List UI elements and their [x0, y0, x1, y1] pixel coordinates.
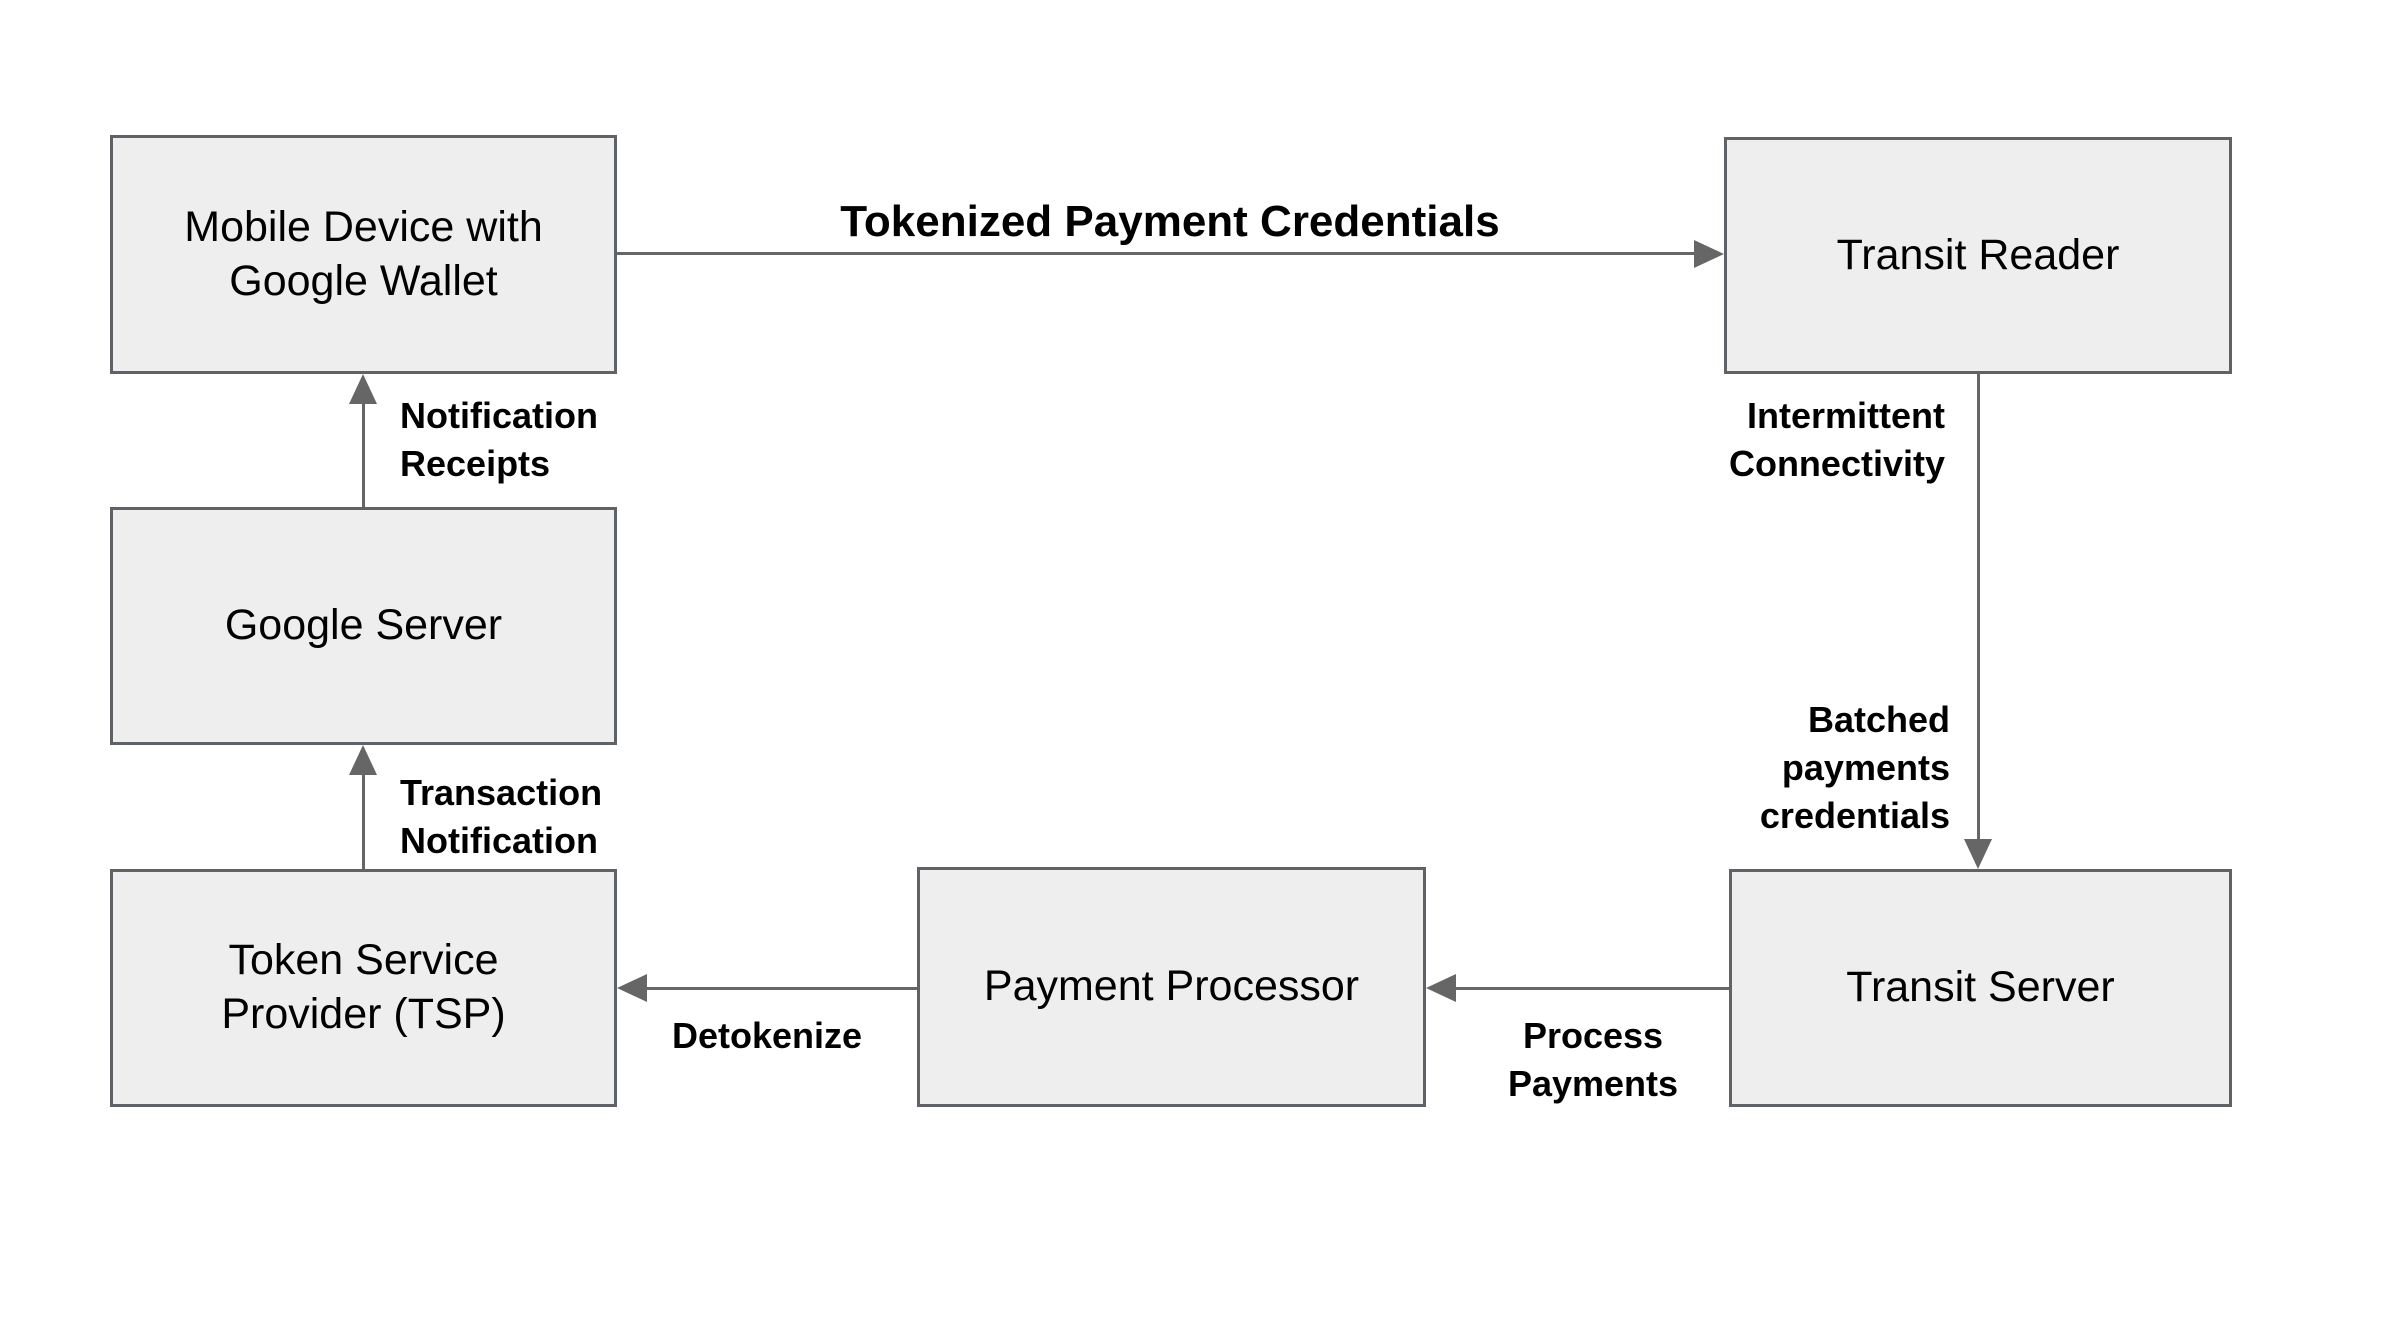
tokenized-credentials-label: Tokenized Payment Credentials: [840, 197, 1500, 246]
tokenized-credentials-arrow-shaft: [617, 252, 1696, 255]
node-payment-processor: Payment Processor: [917, 867, 1426, 1107]
process-payments-arrowhead-left-icon: [1426, 974, 1456, 1002]
node-google-server: Google Server: [110, 507, 617, 745]
detokenize-arrow-shaft: [645, 987, 917, 990]
process-payments-arrow-shaft: [1454, 987, 1729, 990]
batched-payments-arrow-shaft: [1977, 374, 1980, 841]
intermittent-connectivity-label: Intermittent Connectivity: [1728, 395, 1945, 484]
batched-payments-credentials-label: Batched payments credentials: [1759, 699, 1950, 836]
node-token-service-provider: Token Service Provider (TSP): [110, 869, 617, 1107]
node-transit-reader: Transit Reader: [1724, 137, 2232, 374]
detokenize-label: Detokenize: [671, 1015, 863, 1056]
node-mobile-device-label: Mobile Device with Google Wallet: [184, 202, 543, 305]
node-payment-processor-label: Payment Processor: [983, 962, 1360, 1011]
batched-payments-arrowhead-down-icon: [1964, 839, 1992, 869]
process-payments-label: Process Payments: [1507, 1015, 1679, 1104]
transaction-notification-label: Transaction Notification: [400, 772, 603, 861]
tokenized-credentials-arrowhead-right-icon: [1694, 240, 1724, 268]
detokenize-arrowhead-left-icon: [617, 974, 647, 1002]
transaction-notification-arrow-shaft: [362, 773, 365, 869]
node-transit-reader-label: Transit Reader: [1836, 230, 2120, 279]
node-transit-server: Transit Server: [1729, 869, 2232, 1107]
transaction-notification-arrowhead-up-icon: [349, 745, 377, 775]
notification-receipts-arrow-shaft: [362, 402, 365, 507]
node-transit-server-label: Transit Server: [1846, 963, 2115, 1012]
notification-receipts-label: Notification Receipts: [400, 395, 598, 484]
notification-receipts-arrowhead-up-icon: [349, 374, 377, 404]
node-mobile-device: Mobile Device with Google Wallet: [110, 135, 617, 374]
node-token-service-provider-label: Token Service Provider (TSP): [221, 936, 506, 1038]
node-google-server-label: Google Server: [224, 601, 503, 650]
